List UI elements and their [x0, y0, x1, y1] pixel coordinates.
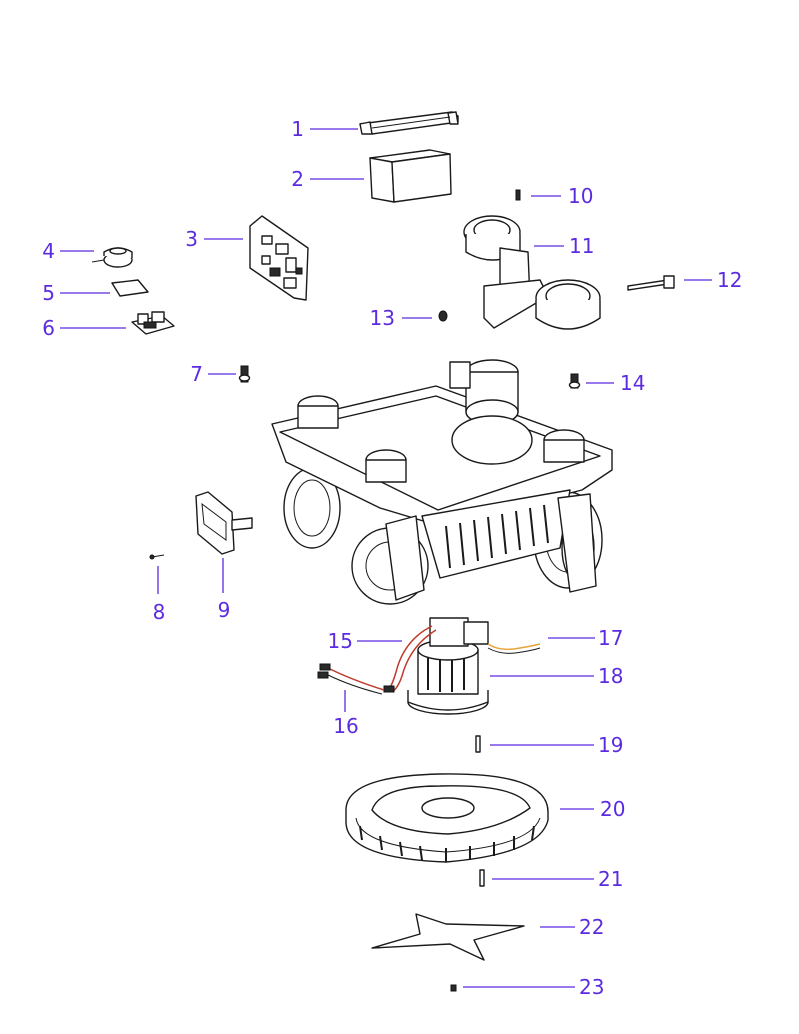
leader-lines: [60, 128, 712, 988]
part-3-circuit-board: [249, 215, 309, 301]
callout-20: 20: [600, 797, 625, 821]
callout-4: 4: [42, 239, 55, 263]
part-14-screw-post: [568, 373, 581, 389]
callout-16: 16: [333, 714, 358, 738]
callout-9: 9: [218, 598, 231, 622]
callout-13: 13: [370, 306, 395, 330]
callout-23: 23: [579, 975, 604, 999]
callout-3: 3: [185, 227, 198, 251]
part-4-sensor: [91, 247, 133, 268]
callout-5: 5: [42, 281, 55, 305]
part-7-screw-post: [238, 365, 251, 383]
part-21-bolt: [479, 869, 485, 887]
part-1-bracket-bar: [359, 111, 459, 135]
callout-22: 22: [579, 915, 604, 939]
part-20-blade-disc: [345, 773, 549, 863]
callout-8: 8: [153, 600, 166, 624]
part-17-sensor-wire: [487, 643, 541, 654]
callout-11: 11: [569, 234, 594, 258]
part-22-cutting-blade: [371, 913, 525, 961]
callout-1: 1: [291, 117, 304, 141]
part-6-connector: [131, 311, 175, 335]
callout-12: 12: [717, 268, 742, 292]
part-11-wheel-arm: [463, 215, 601, 330]
part-18-blade-motor: [407, 617, 489, 715]
part-9-charging-plate: [195, 491, 253, 555]
part-15-wire-harness: [383, 625, 437, 693]
callout-15: 15: [328, 629, 353, 653]
callout-18: 18: [598, 664, 623, 688]
callout-19: 19: [598, 733, 623, 757]
part-8-pin: [149, 554, 165, 560]
part-5-plate: [111, 279, 149, 297]
part-13-nut: [438, 310, 448, 322]
chassis-assembly: [271, 359, 613, 605]
part-2-battery: [369, 149, 452, 203]
callout-17: 17: [598, 626, 623, 650]
callout-6: 6: [42, 316, 55, 340]
callout-21: 21: [598, 867, 623, 891]
part-10-screw: [515, 189, 521, 201]
callout-10: 10: [568, 184, 593, 208]
part-23-nut: [450, 984, 457, 992]
part-19-bolt: [475, 735, 481, 753]
callout-labels: 1 2 3 4 5 6 7 8 9 10 11 12 13 14 15 16 1…: [42, 117, 742, 999]
part-16-cable: [317, 663, 385, 695]
callout-14: 14: [620, 371, 645, 395]
part-12-bolt: [627, 275, 675, 291]
callout-2: 2: [291, 167, 304, 191]
callout-7: 7: [190, 362, 203, 386]
